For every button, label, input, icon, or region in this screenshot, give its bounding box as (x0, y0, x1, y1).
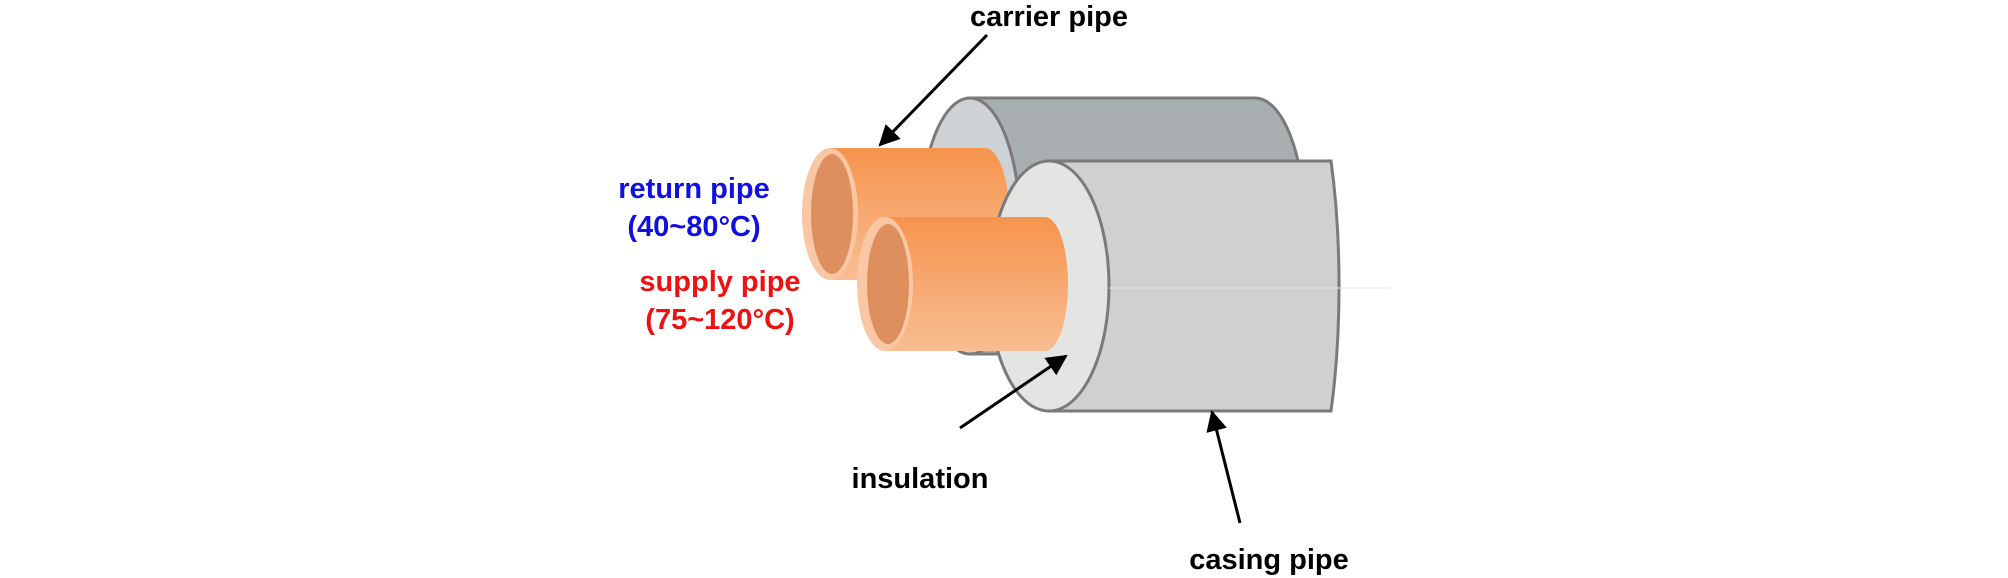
return-carrier-bore (811, 154, 853, 274)
carrier-pipe-arrow (878, 33, 989, 147)
supply-carrier-body (885, 217, 1068, 351)
return-pipe-label: return pipe (618, 173, 769, 205)
casing-pipe-arrow (1206, 409, 1242, 524)
supply-carrier-bore (867, 224, 909, 344)
supply-carrier-pipe (857, 217, 1068, 351)
carrier-pipe-label: carrier pipe (970, 1, 1128, 33)
front-casing-body (1047, 159, 1341, 413)
insulation-arrow (959, 354, 1068, 430)
supply-pipe-temp-label: (75~120°C) (645, 304, 794, 336)
supply-pipe-label: supply pipe (639, 266, 800, 298)
return-pipe-temp-label: (40~80°C) (627, 211, 760, 243)
casing-pipe-label: casing pipe (1189, 544, 1349, 576)
insulation-label: insulation (852, 463, 989, 495)
